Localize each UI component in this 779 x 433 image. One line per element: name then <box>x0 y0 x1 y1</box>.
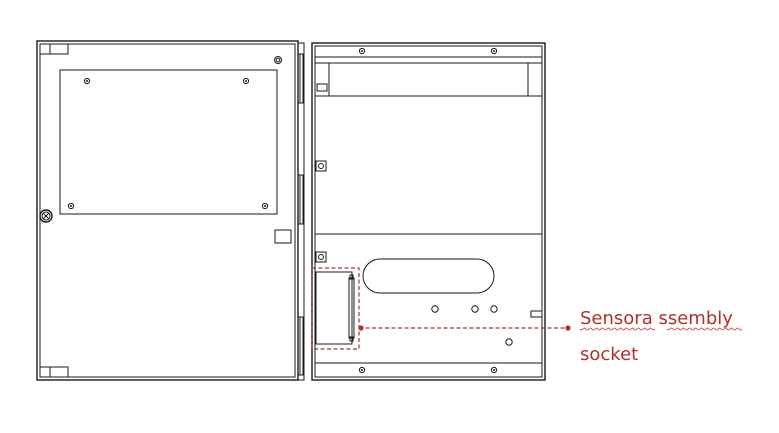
spellcheck-underline-2 <box>666 327 743 331</box>
socket-highlight <box>311 267 360 350</box>
spellcheck-underline-1 <box>579 327 656 331</box>
door-window <box>59 69 278 215</box>
rail-screws <box>358 47 498 374</box>
callout-label-line1: Sensora ssembly <box>580 308 733 329</box>
hinge-strip <box>297 42 305 381</box>
door-latch <box>274 229 292 244</box>
main-board <box>314 95 543 235</box>
window-screws <box>67 77 269 210</box>
callout-label-line2: socket <box>580 344 638 365</box>
callout-leader <box>358 325 571 331</box>
top-module <box>314 62 543 97</box>
lock-knob-icon <box>39 209 53 223</box>
sensor-socket <box>315 271 355 345</box>
door-panel <box>36 40 299 381</box>
slot-opening <box>362 258 495 294</box>
door-screw-icon <box>274 56 282 64</box>
chassis-panel <box>311 42 546 381</box>
